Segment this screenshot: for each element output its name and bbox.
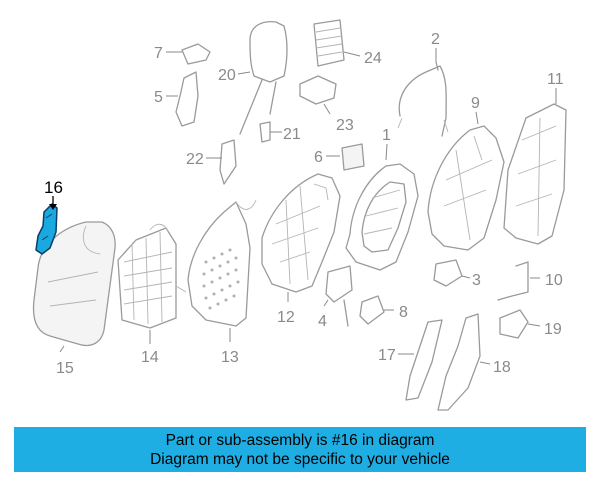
callout-20: 20 bbox=[218, 67, 251, 84]
info-banner: Part or sub-assembly is #16 in diagram D… bbox=[14, 427, 586, 472]
part-21-plug bbox=[259, 121, 271, 143]
svg-text:1: 1 bbox=[382, 127, 391, 144]
callout-16: 16 bbox=[44, 178, 63, 210]
svg-text:12: 12 bbox=[277, 309, 295, 326]
part-1-backrest-frame bbox=[345, 163, 419, 271]
callout-2: 2 bbox=[431, 31, 440, 62]
part-2-wire bbox=[397, 61, 449, 137]
svg-text:19: 19 bbox=[544, 321, 562, 338]
part-6-pad bbox=[341, 143, 365, 171]
callout-17: 17 bbox=[378, 347, 414, 364]
svg-text:16: 16 bbox=[44, 178, 63, 197]
part-19-cap bbox=[499, 309, 529, 339]
callout-4: 4 bbox=[318, 299, 329, 330]
part-8-bracket bbox=[359, 295, 385, 325]
callout-15: 15 bbox=[56, 345, 74, 377]
svg-text:3: 3 bbox=[472, 272, 481, 289]
part-15-backrest-cover bbox=[32, 221, 116, 347]
callout-12: 12 bbox=[277, 292, 295, 326]
part-4-switch bbox=[325, 265, 353, 327]
svg-text:23: 23 bbox=[336, 117, 354, 134]
svg-text:6: 6 bbox=[314, 149, 323, 166]
callout-7: 7 bbox=[154, 45, 182, 62]
callout-23: 23 bbox=[323, 103, 354, 134]
callout-14: 14 bbox=[141, 330, 159, 366]
part-23-module bbox=[299, 75, 337, 105]
svg-text:4: 4 bbox=[318, 313, 327, 330]
callout-24: 24 bbox=[343, 50, 382, 67]
part-12-backrest-shell bbox=[261, 173, 341, 293]
callout-1: 1 bbox=[382, 127, 391, 161]
svg-text:10: 10 bbox=[545, 272, 563, 289]
callout-9: 9 bbox=[471, 95, 480, 125]
part-10-lever bbox=[497, 261, 529, 301]
svg-text:18: 18 bbox=[493, 359, 511, 376]
part-3-latch bbox=[433, 259, 463, 287]
svg-text:11: 11 bbox=[547, 71, 564, 88]
part-11-rear-panel bbox=[503, 103, 567, 245]
banner-line-2: Diagram may not be specific to your vehi… bbox=[150, 451, 450, 468]
callout-6: 6 bbox=[314, 149, 340, 166]
part-13-back-panel bbox=[187, 199, 257, 327]
svg-text:5: 5 bbox=[154, 89, 163, 106]
callout-21: 21 bbox=[270, 126, 301, 143]
callout-19: 19 bbox=[527, 321, 562, 338]
callout-22: 22 bbox=[186, 151, 222, 168]
part-20-headrest bbox=[239, 20, 288, 135]
svg-text:21: 21 bbox=[283, 126, 301, 143]
svg-text:14: 14 bbox=[141, 349, 159, 366]
callout-10: 10 bbox=[530, 272, 563, 289]
svg-text:8: 8 bbox=[399, 304, 408, 321]
svg-text:7: 7 bbox=[154, 45, 163, 62]
part-9-back-cover bbox=[427, 125, 505, 251]
svg-text:2: 2 bbox=[431, 31, 440, 48]
svg-text:9: 9 bbox=[471, 95, 480, 112]
part-7-clip bbox=[181, 43, 211, 65]
svg-text:24: 24 bbox=[364, 50, 382, 67]
svg-text:13: 13 bbox=[221, 349, 239, 366]
part-17-side-trim bbox=[405, 319, 443, 401]
callout-3: 3 bbox=[461, 272, 481, 289]
parts-diagram: 15 16 14 13 bbox=[32, 19, 567, 411]
callout-5: 5 bbox=[154, 89, 178, 106]
part-24-lumbar bbox=[313, 19, 345, 67]
callout-18: 18 bbox=[479, 359, 511, 376]
part-14-seat-frame bbox=[117, 223, 187, 329]
callout-11: 11 bbox=[547, 71, 564, 104]
svg-text:15: 15 bbox=[56, 360, 74, 377]
svg-text:20: 20 bbox=[218, 67, 236, 84]
svg-text:22: 22 bbox=[186, 151, 204, 168]
part-5-bracket bbox=[175, 71, 199, 127]
callout-13: 13 bbox=[221, 328, 239, 366]
banner-line-1: Part or sub-assembly is #16 in diagram bbox=[165, 432, 435, 449]
part-18-side-panel bbox=[437, 313, 481, 411]
svg-text:17: 17 bbox=[378, 347, 396, 364]
part-22-connector bbox=[219, 139, 237, 185]
callout-8: 8 bbox=[384, 304, 408, 321]
